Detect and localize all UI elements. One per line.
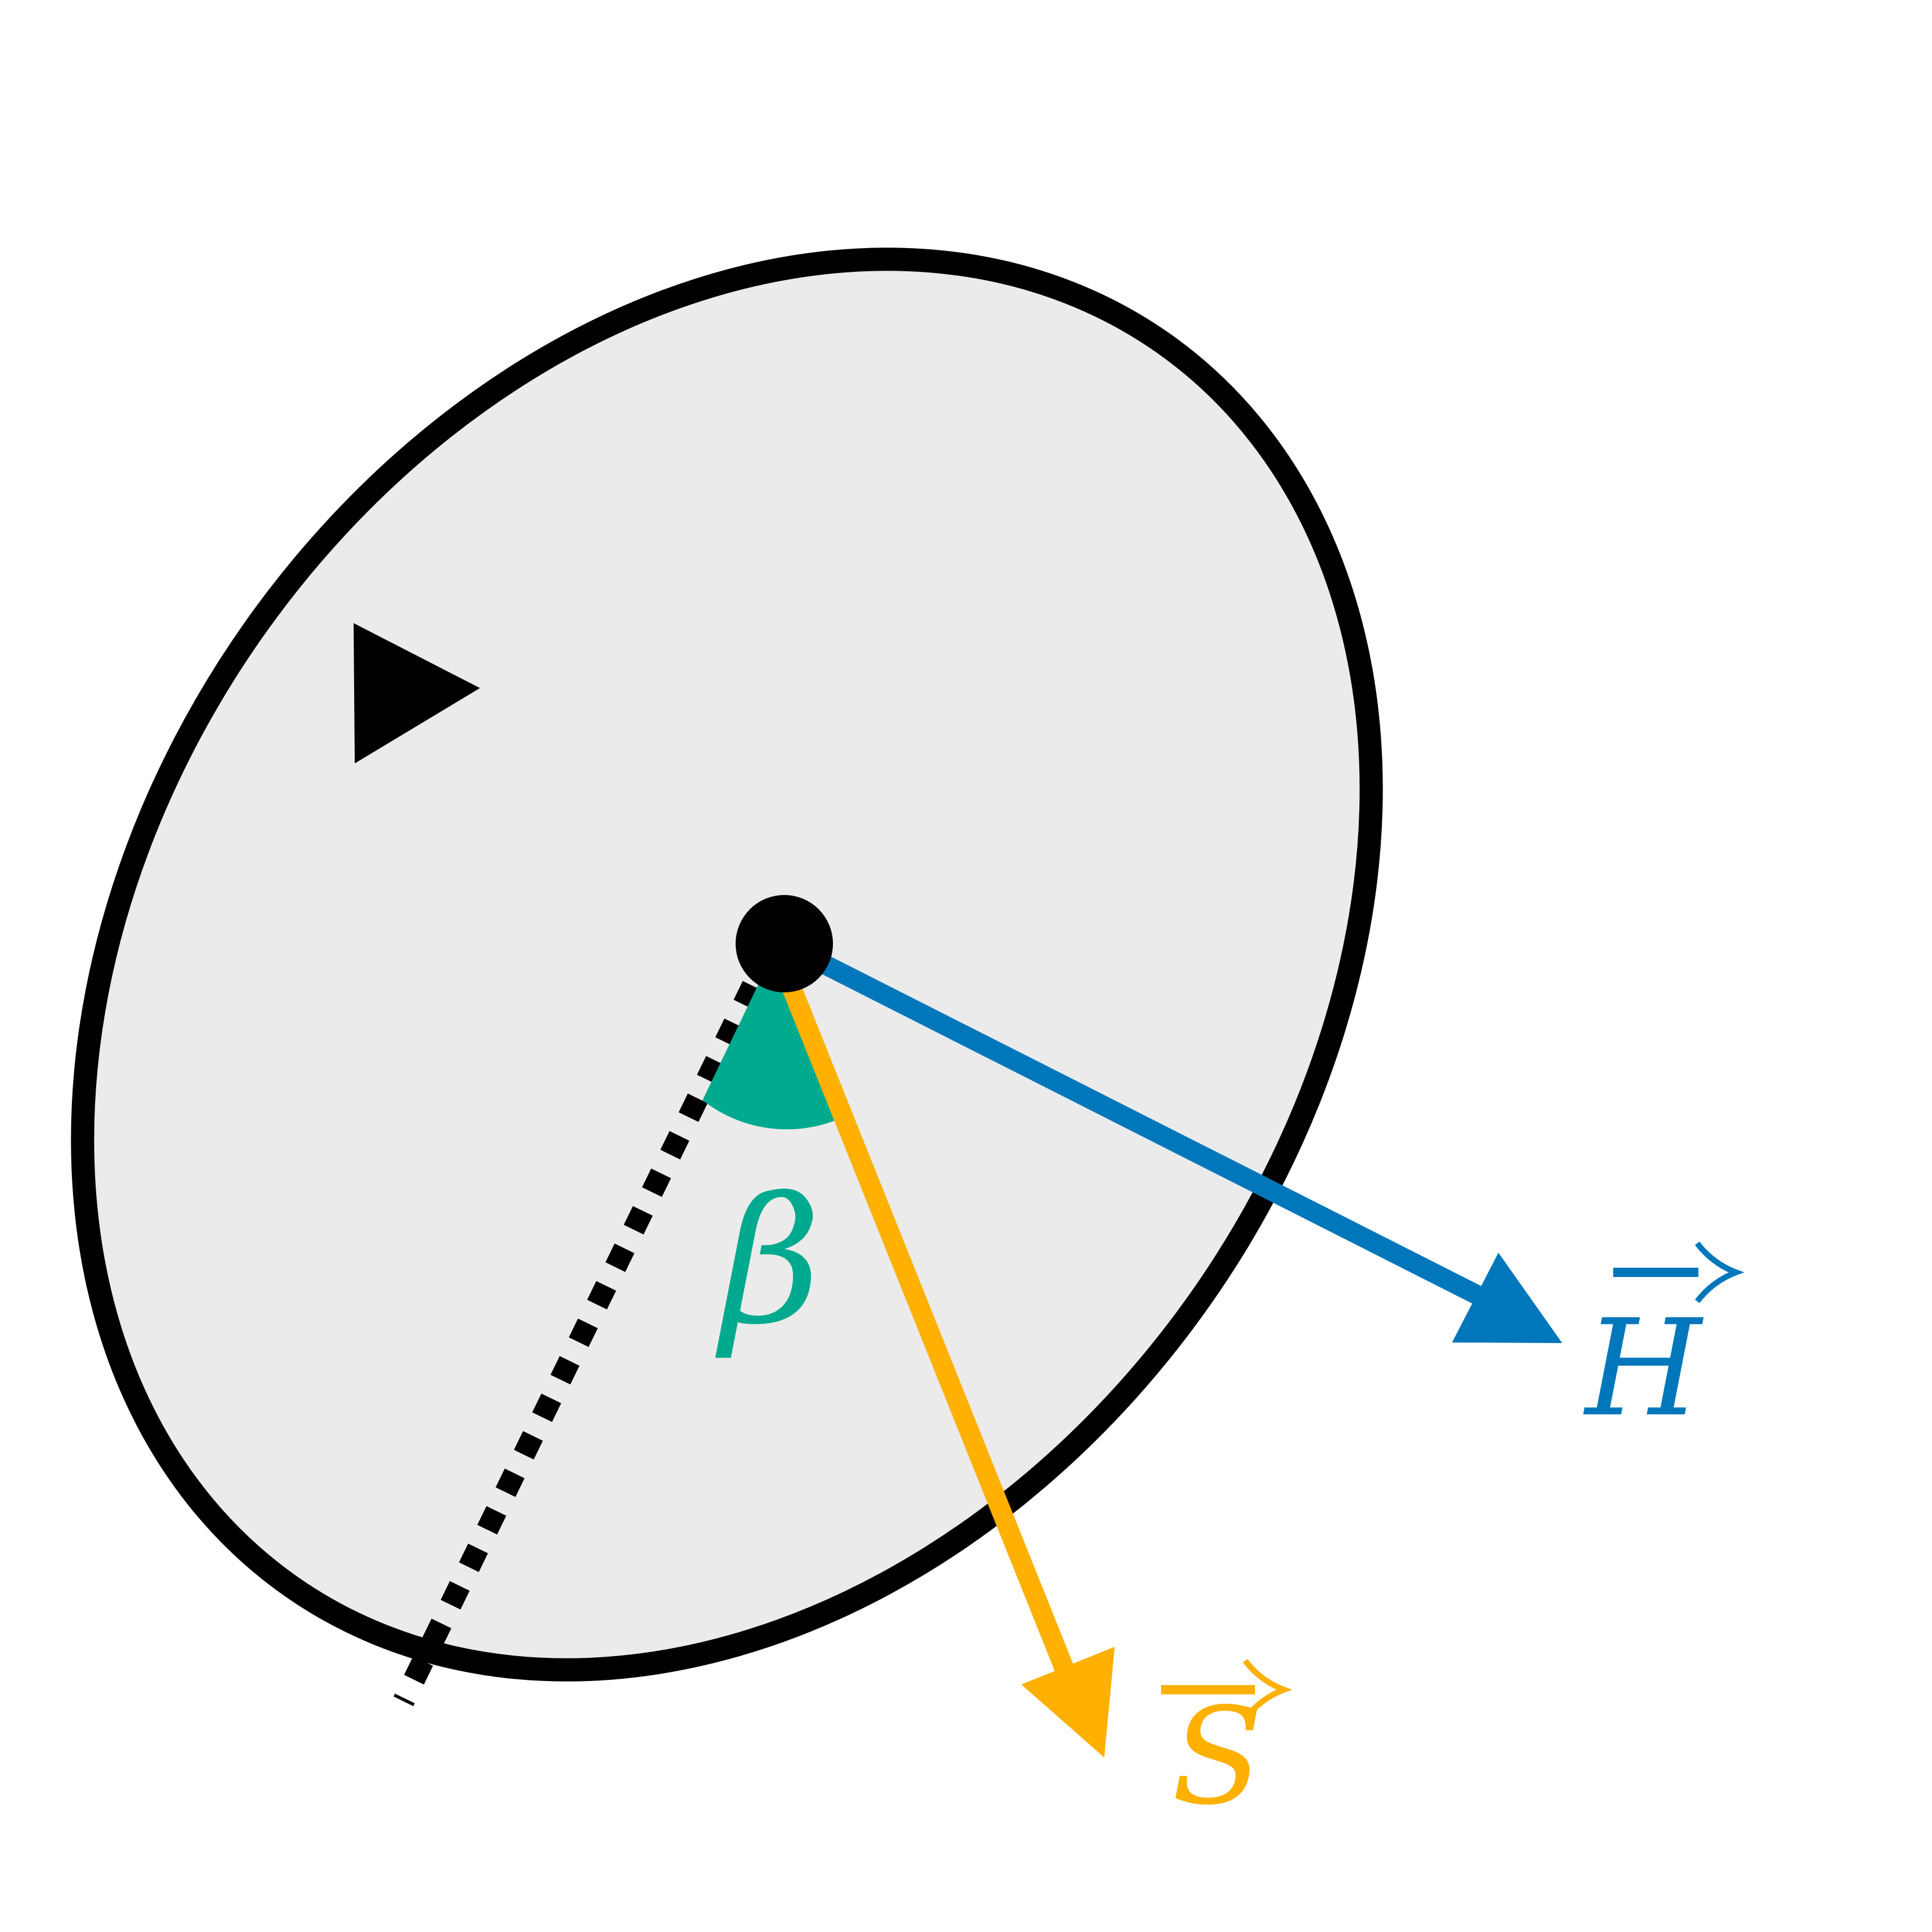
s-vector-arrowhead (1021, 1647, 1115, 1758)
h-label-arrow-head (1695, 1241, 1745, 1304)
center-point (736, 895, 833, 992)
angle-arc (703, 941, 843, 1130)
h-vector-label: H (1583, 1241, 1745, 1446)
dotted-radius (393, 943, 781, 1707)
angle-label: β (715, 1160, 821, 1363)
rotation-direction-arrow (354, 623, 480, 763)
s-label-arrow-head (1243, 1658, 1293, 1721)
s-vector-shaft (767, 947, 1080, 1690)
disk (71, 248, 1383, 1682)
h-label-text: H (1583, 1291, 1704, 1446)
h-vector-shaft (774, 932, 1489, 1308)
s-label-text: S (1171, 1680, 1263, 1835)
s-vector-label: S (1161, 1658, 1293, 1835)
h-vector-arrowhead (1452, 1253, 1562, 1343)
